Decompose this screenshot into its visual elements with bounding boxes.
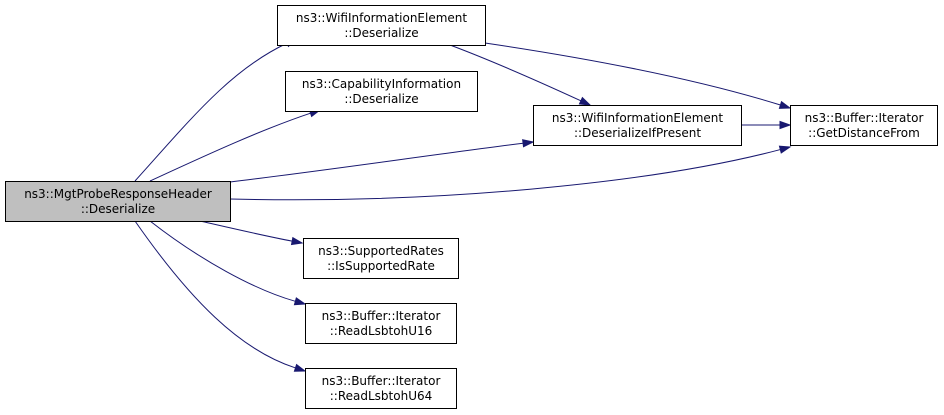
node-label-line1: ns3::Buffer::Iterator (805, 111, 924, 125)
edge-root-to-cap_deser (149, 109, 322, 182)
node-label-line1: ns3::CapabilityInformation (302, 77, 461, 91)
node-label-line1: ns3::Buffer::Iterator (322, 374, 441, 388)
arrowhead-icon (290, 236, 304, 246)
edge-root-to-supported_rate (199, 220, 304, 246)
edge-wifi_deser-to-get_distance (484, 42, 792, 109)
node-label-line1: ns3::WifiInformationElement (552, 111, 724, 125)
edge-line (449, 44, 582, 102)
edge-line (134, 220, 296, 369)
node-label-line2: ::Deserialize (344, 92, 418, 106)
edge-wifi_deser_present-to-get_distance (740, 120, 792, 130)
node-label-line1: ns3::Buffer::Iterator (322, 309, 441, 323)
node-label-line2: ::ReadLsbtohU16 (330, 324, 433, 338)
ns3-buffer-iterator-get-distance-from-node[interactable]: ns3::Buffer::Iterator::GetDistanceFrom (790, 105, 938, 146)
arrowhead-icon (293, 363, 307, 372)
node-box (277, 5, 486, 46)
ns3-wifi-information-element-deserialize-node[interactable]: ns3::WifiInformationElement::Deserialize (277, 5, 486, 46)
ns3-wifi-information-element-deserialize-if-present-node[interactable]: ns3::WifiInformationElement::Deserialize… (533, 105, 742, 146)
edge-line (149, 112, 311, 182)
arrowhead-icon (778, 100, 792, 109)
ns3-buffer-iterator-read-lsbtoh-u64-node[interactable]: ns3::Buffer::Iterator::ReadLsbtohU64 (305, 368, 457, 409)
arrowhead-icon (578, 96, 592, 106)
node-box (533, 105, 742, 146)
node-label-line2: ::IsSupportedRate (327, 259, 435, 273)
node-label-line1: ns3::MgtProbeResponseHeader (24, 187, 212, 201)
node-box (5, 181, 231, 222)
nodes-layer: ns3::MgtProbeResponseHeader::Deserialize… (5, 5, 938, 409)
node-label-line2: ::DeserializeIfPresent (574, 126, 701, 140)
edge-line (484, 42, 781, 106)
edge-line (149, 220, 296, 302)
edge-root-to-wifi_deser (134, 38, 298, 182)
edge-line (199, 220, 293, 242)
node-box (790, 105, 938, 146)
node-box (305, 368, 457, 409)
edge-line (229, 149, 781, 201)
edge-root-to-read_u64 (134, 220, 307, 372)
node-box (285, 71, 478, 112)
node-label-line1: ns3::SupportedRates (318, 244, 444, 258)
arrowhead-icon (522, 139, 535, 148)
node-label-line1: ns3::WifiInformationElement (296, 11, 468, 25)
edge-root-to-read_u16 (149, 220, 307, 306)
node-box (303, 238, 459, 279)
node-label-line2: ::Deserialize (81, 202, 155, 216)
edge-line (229, 142, 524, 183)
arrowhead-icon (779, 120, 792, 130)
ns3-capability-information-deserialize-node[interactable]: ns3::CapabilityInformation::Deserialize (285, 71, 478, 112)
node-label-line2: ::GetDistanceFrom (808, 126, 920, 140)
ns3-supported-rates-is-supported-rate-node[interactable]: ns3::SupportedRates::IsSupportedRate (303, 238, 459, 279)
node-label-line2: ::Deserialize (344, 26, 418, 40)
ns3-buffer-iterator-read-lsbtoh-u16-node[interactable]: ns3::Buffer::Iterator::ReadLsbtohU16 (305, 303, 457, 344)
node-label-line2: ::ReadLsbtohU64 (330, 389, 433, 403)
node-box (305, 303, 457, 344)
arrowhead-icon (778, 145, 792, 154)
edge-wifi_deser-to-wifi_deser_present (449, 44, 592, 106)
edge-root-to-get_distance (229, 145, 792, 201)
edge-line (134, 42, 288, 182)
edge-root-to-wifi_deser_present (229, 139, 535, 183)
ns3-mgt-probe-response-header-deserialize-node[interactable]: ns3::MgtProbeResponseHeader::Deserialize (5, 181, 231, 222)
arrowhead-icon (293, 297, 307, 306)
